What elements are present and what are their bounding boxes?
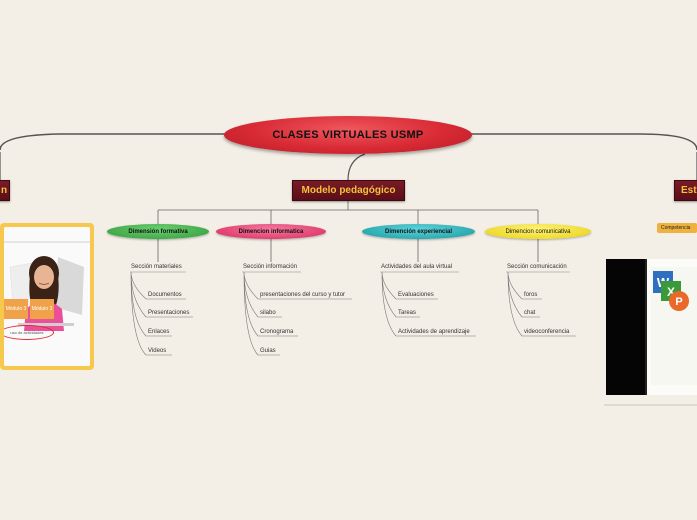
svg-text:P: P (675, 296, 682, 308)
main-node-modelo-pedagogico[interactable]: Modelo pedagógico (292, 180, 405, 201)
dimension-comunicativa[interactable]: Dimencion comunicativa (485, 224, 591, 239)
dimension-formativa[interactable]: Dimensión formativa (107, 224, 209, 239)
module-badge-2[interactable]: Módulo 3 (30, 299, 54, 319)
item-presentaciones[interactable]: Presentaciones (148, 310, 190, 316)
main-node-center-label: Modelo pedagógico (301, 185, 396, 196)
main-node-right-label: Est (681, 185, 697, 196)
competencia-tag-label: Competencia (661, 225, 691, 231)
root-label: CLASES VIRTUALES USMP (272, 129, 424, 141)
main-node-right[interactable]: Est (674, 180, 697, 201)
main-node-left[interactable]: n (0, 180, 10, 201)
module-badge-2-label: Módulo 3 (31, 306, 53, 312)
root-node[interactable]: CLASES VIRTUALES USMP (224, 116, 472, 154)
item-videoconferencia[interactable]: videoconferencia (524, 329, 570, 335)
main-node-left-label: n (0, 185, 8, 196)
item-actividades-aprendizaje[interactable]: Actividades de aprendizaje (398, 329, 470, 335)
section-comunicacion[interactable]: Sección comunicación (507, 264, 567, 270)
left-image-card[interactable]: Módulo 3 Módulo 3 uso de actividades (0, 223, 94, 370)
dimension-informatica[interactable]: Dimencion informatica (216, 224, 326, 239)
svg-text:X: X (667, 285, 675, 299)
right-image-card[interactable]: W X P (606, 259, 697, 395)
item-cronograma[interactable]: Cronograma (260, 329, 294, 335)
item-foros[interactable]: foros (524, 292, 538, 298)
dimension-experiencial-label: Dimención experiencial (384, 228, 453, 235)
section-actividades[interactable]: Actividades del aula virtual (381, 264, 453, 270)
item-enlaces[interactable]: Enlaces (148, 329, 170, 335)
connector-root-left (0, 133, 225, 151)
left-image-caption: uso de actividades (10, 330, 44, 335)
caption-highlight: uso de actividades (4, 325, 54, 340)
connector-center-dims (157, 199, 539, 224)
right-image-content: W X P (645, 259, 697, 395)
item-tareas[interactable]: Tareas (398, 310, 417, 316)
connector-root-right (471, 133, 697, 151)
item-silabo[interactable]: silabo (260, 310, 276, 316)
item-presentaciones-curso[interactable]: presentaciones del curso y tutor (260, 292, 346, 298)
item-documentos[interactable]: Documentos (148, 292, 182, 298)
competencia-tag[interactable]: Competencia (657, 223, 697, 233)
dimension-experiencial[interactable]: Dimención experiencial (362, 224, 475, 239)
dimension-comunicativa-label: Dimencion comunicativa (505, 228, 571, 235)
powerpoint-icon (669, 291, 689, 311)
section-informacion[interactable]: Sección información (243, 264, 298, 270)
item-guias[interactable]: Guias (260, 348, 276, 354)
left-image-content: Módulo 3 Módulo 3 uso de actividades (4, 227, 90, 366)
connector-root-center (347, 153, 366, 181)
item-videos[interactable]: Videos (148, 348, 167, 354)
item-chat[interactable]: chat (524, 310, 536, 316)
dimension-formativa-label: Dimensión formativa (128, 228, 188, 235)
student-illustration (4, 227, 90, 366)
item-evaluaciones[interactable]: Evaluaciones (398, 292, 434, 298)
module-badge-1[interactable]: Módulo 3 (4, 299, 28, 319)
module-badge-1-label: Módulo 3 (5, 306, 27, 312)
office-icons: W X P (651, 267, 697, 385)
section-materiales[interactable]: Sección materiales (131, 264, 182, 270)
dimension-informatica-label: Dimencion informatica (238, 228, 304, 235)
